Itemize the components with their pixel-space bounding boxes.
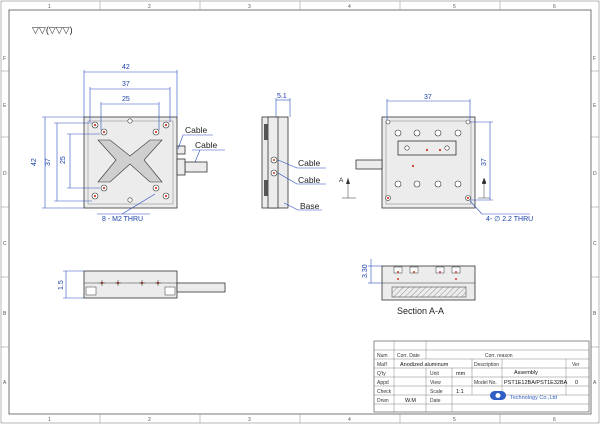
tb-material: Anodized aluminum — [400, 362, 449, 368]
section-a-a-view — [368, 259, 476, 301]
tb-row-qty: Q'ty — [377, 371, 386, 377]
tb-row-drwn: Drwn — [377, 398, 389, 404]
tb-description-value: Assembly — [514, 370, 538, 376]
zone-top-6: 6 — [553, 4, 556, 10]
zone-right-c: C — [593, 241, 597, 247]
dim-front-42-width: 42 — [122, 64, 130, 71]
dim-front-37-width: 37 — [122, 81, 130, 88]
zone-left-c: C — [3, 241, 7, 247]
front-cable-boot — [176, 158, 186, 176]
tb-unit-value: mm — [456, 371, 466, 377]
bottom-cable — [176, 282, 226, 293]
tb-scale-value: 1:1 — [456, 389, 464, 395]
bottom-hole-crosses — [99, 280, 161, 286]
zone-top-3: 3 — [248, 4, 251, 10]
title-block — [373, 340, 590, 413]
zone-right-b: B — [593, 311, 597, 317]
dim-right-37-width: 37 — [424, 94, 432, 101]
dim-front-37-height: 37 — [45, 158, 52, 166]
tb-row-matl: Mat'l — [377, 362, 387, 368]
right-cable-stub — [355, 159, 383, 170]
tb-scale-label: Scale — [430, 389, 443, 395]
dim-side-5-1: 5.1 — [277, 93, 287, 100]
dim-front-42-height: 42 — [31, 158, 38, 166]
tb-model-label: Model No. — [474, 380, 497, 386]
tb-ver-value: 0 — [575, 380, 578, 386]
zone-bottom-3: 3 — [248, 417, 251, 423]
section-hatch — [391, 286, 467, 298]
tb-view-label: View — [430, 380, 441, 386]
label-side-cable-lower: Cable — [298, 175, 320, 185]
zone-bottom-4: 4 — [348, 417, 351, 423]
zone-bottom-1: 1 — [48, 417, 51, 423]
tb-description-label: Description — [474, 362, 499, 368]
right-holes — [385, 119, 471, 201]
zone-bottom-6: 6 — [553, 417, 556, 423]
zone-top-5: 5 — [453, 4, 456, 10]
tb-corr-reason: Corr. reason — [485, 353, 513, 359]
zone-top-2: 2 — [148, 4, 151, 10]
zone-top-4: 4 — [348, 4, 351, 10]
company-logo — [490, 391, 506, 400]
front-cable-connector — [176, 145, 186, 155]
tb-model-value: PST1E12BA/PST1E32BA — [504, 380, 568, 386]
zone-left-d: D — [3, 171, 7, 177]
section-title: Section A-A — [397, 306, 444, 316]
tb-row-appd: Appd — [377, 380, 389, 386]
tb-company: Technology Co.,Ltd — [510, 395, 557, 401]
right-view — [355, 99, 530, 215]
dim-front-25-width: 25 — [122, 96, 130, 103]
front-cable — [184, 161, 208, 173]
tb-drawn-by: W.M — [405, 398, 416, 404]
side-view — [261, 98, 356, 211]
front-hole-markers — [93, 123, 168, 198]
tb-date-label: Date — [430, 398, 441, 404]
right-center-slot — [397, 140, 457, 156]
right-hole-markers — [386, 148, 470, 200]
tb-unit-label: Unit — [430, 371, 440, 377]
zone-left-b: B — [3, 311, 7, 317]
surface-finish-symbol: ▽▽(▽▽▽) — [32, 25, 73, 35]
zone-right-f: F — [593, 56, 596, 62]
zone-left-e: E — [3, 103, 7, 109]
label-side-base: Base — [300, 201, 320, 211]
zone-left-f: F — [3, 56, 6, 62]
label-front-cable-lower: Cable — [195, 140, 217, 150]
label-side-cable-upper: Cable — [298, 158, 320, 168]
zone-top-1: 1 — [48, 4, 51, 10]
section-mark-a-left: A — [339, 177, 344, 184]
zone-right-e: E — [593, 103, 597, 109]
front-view — [42, 70, 225, 215]
note-right-2-2-thru: 4- ∅ 2.2 THRU — [486, 216, 533, 223]
tb-ver-label: Ver — [572, 362, 580, 368]
bottom-view — [63, 270, 226, 299]
dim-right-37-height: 37 — [481, 158, 488, 166]
tb-row-num: Num — [377, 353, 388, 359]
tb-row-check: Check — [377, 389, 392, 395]
bottom-body — [83, 270, 178, 299]
zone-left-a: A — [3, 380, 7, 386]
dim-bottom-1-5: 1.5 — [58, 280, 65, 290]
section-mark-a-right: A — [482, 178, 487, 185]
zone-right-a: A — [593, 380, 597, 386]
zone-bottom-5: 5 — [453, 417, 456, 423]
note-front-m2-thru: 8 - M2 THRU — [102, 216, 143, 223]
section-hole-markers — [397, 271, 457, 280]
front-mount-holes — [91, 118, 170, 203]
label-front-cable-upper: Cable — [185, 125, 207, 135]
dim-front-25-height: 25 — [60, 156, 67, 164]
zone-right-d: D — [593, 171, 597, 177]
flexure-x-cutout — [97, 139, 163, 183]
dim-section-3-30: 3.30 — [362, 264, 369, 278]
zone-bottom-2: 2 — [148, 417, 151, 423]
tb-corr-date: Corr. Date — [397, 353, 420, 359]
